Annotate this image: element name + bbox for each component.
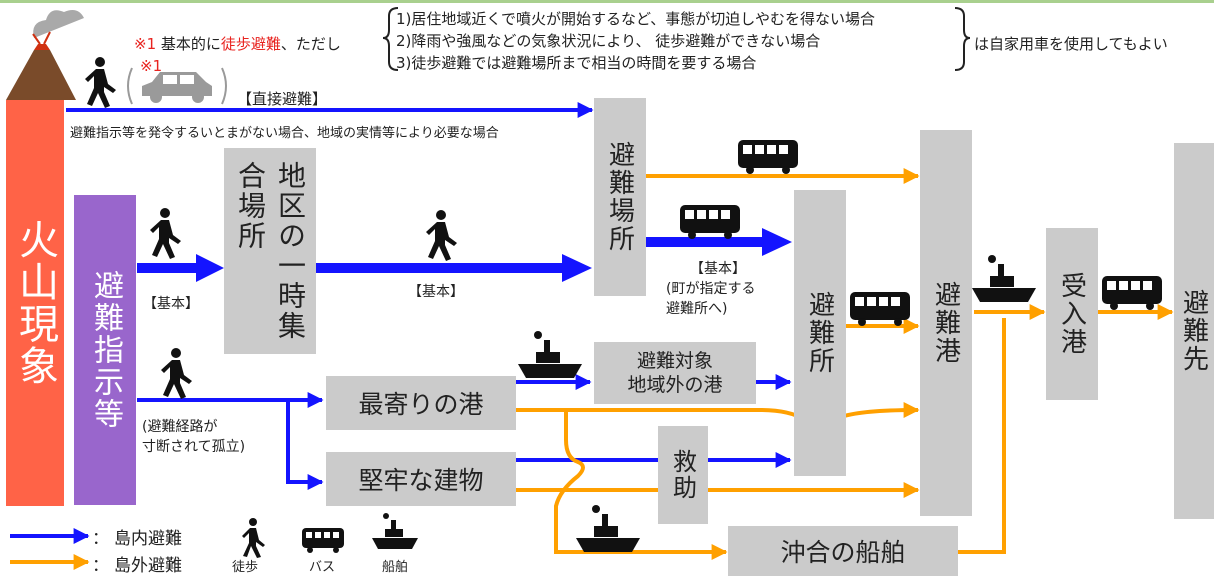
basic-label-shelter: 【基本】 — [690, 261, 746, 277]
offshore-ship-label: 沖合の船舶 — [780, 538, 906, 567]
header-note: ※1 基本的に徒歩避難、ただし — [134, 33, 341, 54]
direct-icons — [85, 57, 227, 108]
ship-icon-nearest — [518, 331, 582, 378]
shelter-box: 避難所 — [794, 190, 846, 476]
sturdy-building-box: 堅牢な建物 — [326, 452, 516, 506]
outside-port-label-2: 地域外の港 — [627, 374, 723, 396]
volcano-icon — [6, 10, 84, 100]
walker-icon-left — [150, 208, 181, 259]
temporary-assembly-label: 地区の一時集合場所 — [234, 161, 307, 341]
basic-shelter-note-2: 避難所へ) — [666, 301, 728, 317]
bus-icon-top — [738, 140, 798, 174]
shelter-label: 避難所 — [804, 291, 835, 375]
legend-walk-label: 徒歩 — [232, 560, 259, 575]
volcano-phenomenon-box: 火山現象 — [6, 100, 64, 506]
note-mark: ※1 — [134, 35, 157, 53]
basic-label-middle: 【基本】 — [408, 284, 464, 300]
legend-outside-marker: ： — [92, 556, 109, 576]
top-divider — [0, 0, 1214, 3]
note-text-a: 基本的に — [156, 35, 221, 53]
rescue-label: 救助 — [668, 449, 697, 501]
header-conclusion: は自家用車を使用してもよい — [974, 35, 1168, 53]
bus-icon-shelter — [850, 292, 910, 326]
condition-2: 2)降雨や強風などの気象状況により、 徒歩避難ができない場合 — [396, 32, 821, 50]
note-text-b: 、ただし — [280, 35, 341, 53]
condition-3: 3)徒歩避難では避難場所まで相当の時間を要する場合 — [396, 54, 757, 72]
walker-icon-isolated — [161, 348, 192, 399]
nearest-port-box: 最寄りの港 — [326, 376, 516, 430]
ship-icon-offshore — [576, 505, 640, 552]
outside-port-label-1: 避難対象 — [636, 350, 713, 372]
rescue-box: 救助 — [658, 426, 708, 524]
car-note-mark: ※1 — [140, 57, 163, 75]
condition-1: 1)居住地域近くで噴火が開始するなど、事態が切迫しやむを得ない場合 — [396, 10, 876, 28]
temporary-assembly-box: 地区の一時集合場所 — [224, 148, 316, 354]
walker-icon-legend — [242, 518, 265, 558]
destination-box: 避難先 — [1174, 143, 1214, 519]
legend-island-label: 島内避難 — [114, 529, 182, 549]
car-icon — [142, 72, 212, 103]
sturdy-building-label: 堅牢な建物 — [358, 466, 484, 495]
basic-label-left: 【基本】 — [143, 296, 199, 312]
bus-icon-receiving — [1102, 276, 1162, 310]
outside-port-box: 避難対象 地域外の港 — [594, 342, 756, 404]
nearest-port-label: 最寄りの港 — [358, 390, 484, 419]
walker-icon-middle — [426, 210, 457, 261]
evacuation-port-box: 避難港 — [920, 130, 972, 516]
legend-outside-label: 島外避難 — [114, 556, 182, 576]
evacuation-order-label: 避難指示等 — [88, 270, 123, 430]
condition-brackets — [382, 7, 971, 71]
evacuation-place-box: 避難場所 — [594, 98, 646, 296]
receiving-port-box: 受入港 — [1046, 228, 1098, 400]
bus-icon-legend — [302, 528, 344, 553]
note-text-walk: 徒歩避難 — [220, 35, 281, 53]
volcano-phenomenon-label: 火山現象 — [12, 219, 58, 387]
legend-ship-label: 船舶 — [382, 560, 409, 575]
evacuation-order-box: 避難指示等 — [74, 195, 136, 505]
evacuation-place-label: 避難場所 — [604, 141, 635, 253]
evacuation-port-label: 避難港 — [930, 281, 961, 365]
legend-island-marker: ： — [92, 529, 109, 549]
ship-icon-port — [972, 255, 1036, 302]
direct-evacuation-label: 【直接避難】 — [237, 90, 328, 108]
offshore-ship-box: 沖合の船舶 — [728, 526, 958, 576]
basic-shelter-note-1: (町が指定する — [666, 281, 756, 297]
receiving-port-label: 受入港 — [1056, 272, 1087, 356]
direct-evacuation-condition: 避難指示等を発令するいとまがない場合、地域の実情等により必要な場合 — [70, 126, 499, 141]
destination-label: 避難先 — [1178, 289, 1209, 373]
walker-icon-direct — [85, 57, 116, 108]
ship-icon-legend — [372, 513, 418, 549]
isolated-note-1: (避難経路が — [142, 419, 218, 435]
bus-icon-middle — [680, 205, 740, 239]
legend-bus-label: バス — [309, 560, 336, 575]
isolated-note-2: 寸断されて孤立) — [142, 439, 246, 455]
